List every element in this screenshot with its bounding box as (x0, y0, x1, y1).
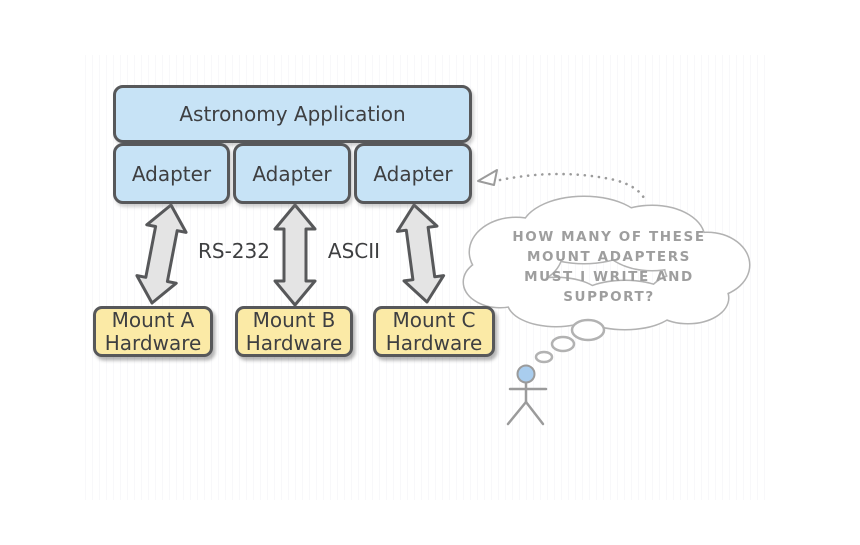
mount-b-hardware-box: Mount B Hardware (235, 306, 353, 357)
astronomy-application-label: Astronomy Application (179, 102, 406, 126)
protocol-label-rs232: RS-232 (198, 239, 270, 263)
double-arrow-icon (395, 203, 446, 304)
mount-hardware-label: Hardware (104, 330, 202, 355)
mount-hardware-label: Hardware (385, 330, 483, 355)
double-arrow-icon (135, 203, 188, 305)
adapter-label: Adapter (131, 161, 212, 186)
thought-line: HOW MANY OF THESE (512, 229, 706, 245)
mount-name: Mount A (111, 307, 195, 332)
thought-line: MUST I WRITE AND (524, 269, 694, 285)
open-arrowhead-icon (477, 169, 498, 186)
stick-figure-body (506, 381, 548, 426)
adapter-box-1: Adapter (113, 143, 230, 204)
adapter-box-2: Adapter (233, 143, 351, 204)
adapter-label: Adapter (252, 161, 332, 186)
mount-name: Mount B (252, 307, 336, 332)
thought-line: SUPPORT? (563, 289, 655, 305)
thought-line: MOUNT ADAPTERS (526, 249, 692, 265)
adapter-label: Adapter (373, 161, 453, 186)
mount-c-hardware-box: Mount C Hardware (373, 306, 495, 357)
mount-hardware-label: Hardware (245, 330, 343, 355)
mount-a-hardware-box: Mount A Hardware (93, 306, 213, 357)
thought-bubble-text: HOW MANY OF THESE MOUNT ADAPTERS MUST I … (480, 227, 738, 307)
stick-figure (506, 364, 548, 426)
stick-figure-head (516, 364, 536, 384)
double-arrow-icon (273, 203, 317, 307)
protocol-label-ascii: ASCII (327, 239, 381, 263)
thought-bubble-fill (464, 197, 749, 329)
adapter-box-3: Adapter (354, 143, 472, 204)
mount-name: Mount C (392, 307, 476, 332)
dotted-connector-line (498, 172, 646, 200)
astronomy-application-box: Astronomy Application (113, 85, 472, 143)
thought-trail-bubbles (534, 318, 606, 364)
